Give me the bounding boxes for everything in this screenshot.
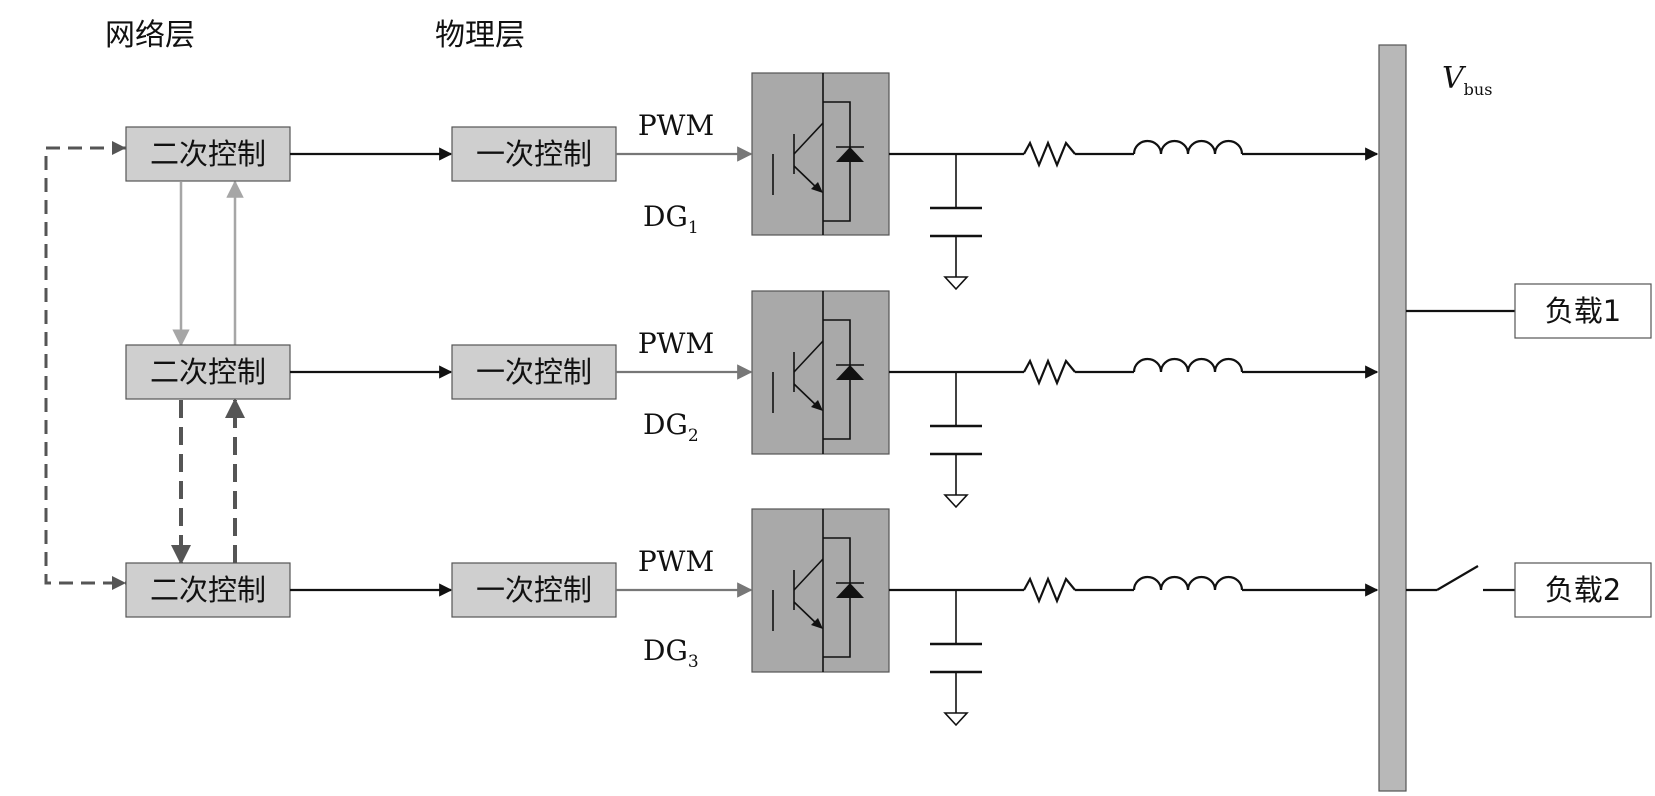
secondary-control-label: 二次控制 [150,355,266,389]
secondary-control-box [125,562,291,618]
igbt-emitter-arrow [811,400,823,411]
dg-label: DG1 [643,200,699,238]
communication-links [44,141,245,590]
primary-control-box [451,126,617,182]
primary-control-label: 一次控制 [476,355,592,389]
pwm-label: PWM [638,545,714,578]
secondary-control-label: 二次控制 [150,137,266,171]
physical-layer-title: 物理层 [435,18,525,53]
ground-icon [943,494,969,509]
load-2-box [1514,562,1652,618]
primary-control-box [451,344,617,400]
pwm-label: PWM [638,327,714,360]
inductor-icon [1132,357,1244,373]
network-layer-title: 网络层 [105,18,195,53]
dg-unit-2: 二次控制 一次控制 PWM DG2 [125,290,1379,509]
load-1-label: 负载1 [1545,294,1621,328]
igbt-switch-box [751,72,890,236]
link-loop-arrow-top [112,141,126,155]
resistor-icon [1023,358,1076,386]
primary-control-label: 一次控制 [476,137,592,171]
ground-icon [943,712,969,727]
dg-unit-3: 二次控制 一次控制 PWM DG3 [125,508,1379,727]
load-1-box [1514,283,1652,339]
dc-bus-bar [1378,44,1407,792]
primary-control-label: 一次控制 [476,573,592,607]
resistor-icon [1023,140,1076,168]
igbt-switch-box [751,290,890,455]
igbt-emitter-arrow [811,618,823,629]
load2-switch-icon [1436,565,1479,591]
pwm-label: PWM [638,109,714,142]
igbt-switch-box [751,508,890,673]
bus-voltage-label: Vbus [1442,61,1492,99]
inductor-icon [1132,575,1244,591]
diode-icon [836,583,864,598]
dg-label: DG2 [643,408,699,446]
igbt-collector [793,558,824,591]
secondary-control-label: 二次控制 [150,573,266,607]
inductor-icon [1132,139,1244,155]
resistor-icon [1023,576,1076,604]
link-loop-arrow-bottom [112,576,126,590]
dg-label: DG3 [643,634,699,672]
dg-unit-1: 二次控制 一次控制 PWM DG1 [125,72,1379,291]
igbt-collector [793,122,824,155]
diode-icon [836,147,864,162]
igbt-emitter-arrow [811,182,823,193]
capacitor-icon [930,154,982,277]
capacitor-icon [930,590,982,713]
igbt-collector [793,340,824,373]
capacitor-icon [930,372,982,495]
diode-icon [836,365,864,380]
load-2-label: 负载2 [1545,573,1621,607]
link-1-3-loop [44,146,126,585]
ground-icon [943,276,969,291]
